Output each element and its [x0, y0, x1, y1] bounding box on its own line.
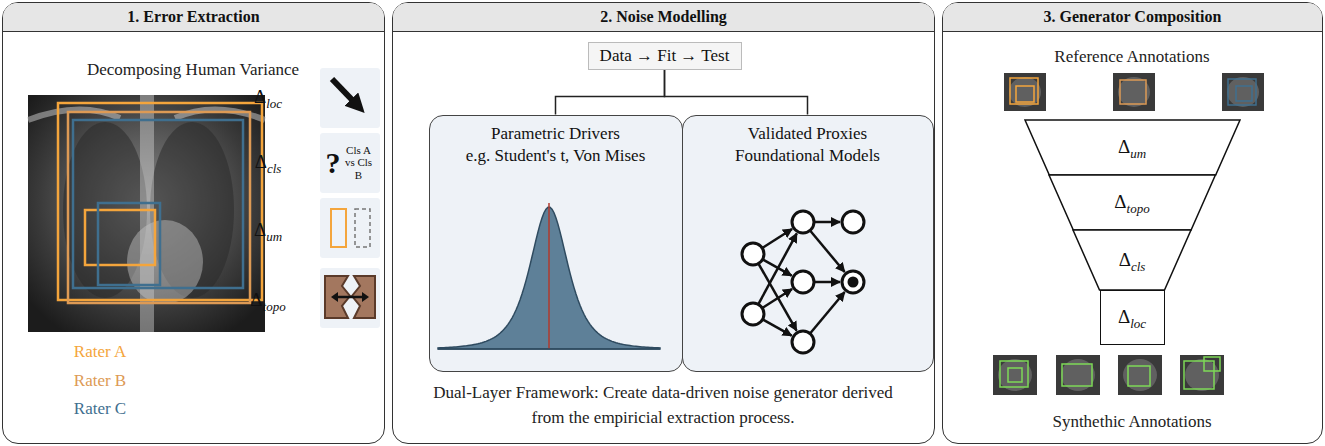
- delta-symbol: Δloc: [1118, 306, 1146, 328]
- synthetic-thumbnails: [993, 355, 1224, 395]
- network-link: [814, 221, 840, 224]
- parametric-box: Parametric Driverse.g. Student's t, Von …: [429, 115, 683, 372]
- network-unit: [792, 331, 814, 353]
- delta: Δ: [254, 86, 266, 107]
- xray-image: [28, 95, 265, 332]
- header-band: 1. Error Extraction: [3, 3, 384, 32]
- delta-subscript: cls: [1131, 259, 1145, 274]
- header-band: 2. Noise Modelling: [393, 3, 934, 32]
- delta-subscript: cls: [267, 161, 281, 176]
- tree-connector: [556, 70, 665, 115]
- delta: Δ: [1114, 191, 1126, 212]
- box-subtitle: Foundational Models: [683, 145, 933, 167]
- funnel-band: Δum: [1025, 120, 1240, 175]
- trapezoid-shape: [1073, 230, 1191, 290]
- proxy-box: Validated ProxiesFoundational Models: [682, 115, 934, 372]
- mean-line: [548, 203, 550, 349]
- network-link: [758, 233, 797, 304]
- network-link: [814, 281, 840, 284]
- delta-symbol: Δcls: [255, 151, 282, 173]
- panel: 3. Generator CompositionΔumΔtopoΔclsΔloc: [942, 2, 1323, 444]
- delta: Δ: [255, 151, 267, 172]
- delta: Δ: [254, 219, 266, 240]
- delta-symbol: Δcls: [1119, 249, 1146, 271]
- header-band: 3. Generator Composition: [943, 3, 1322, 32]
- rater-name: Rater C: [74, 399, 126, 419]
- trapezoid-shape: [1025, 120, 1240, 175]
- network-link: [762, 229, 792, 248]
- network-link: [762, 289, 792, 308]
- tree-connector: [665, 70, 808, 115]
- reference-thumbnails: [1004, 73, 1264, 111]
- delta-symbol: Δum: [254, 219, 282, 241]
- section-label: Synthethic Annotations: [1052, 412, 1211, 432]
- panel-heading: 2. Noise Modelling: [600, 8, 727, 26]
- pipeline-text: Data → Fit → Test: [600, 46, 730, 66]
- class-pair: Cls A vs Cls B: [344, 144, 374, 182]
- delta-symbol: Δtopo: [1114, 191, 1149, 213]
- framework-note: Dual-Layer Framework: Create data-driven…: [428, 380, 898, 430]
- network-unit: [742, 243, 764, 265]
- funnel-band: Δtopo: [1049, 175, 1215, 230]
- funnel-tip: Δloc: [1100, 290, 1165, 345]
- network-unit: [842, 271, 864, 293]
- box-title: Parametric Drivers: [430, 123, 682, 145]
- network-link: [810, 230, 845, 272]
- panel-heading: 3. Generator Composition: [1044, 8, 1222, 26]
- unmatched-icon: [320, 198, 380, 258]
- delta: Δ: [250, 289, 262, 310]
- network-link: [810, 292, 845, 334]
- section-label: Reference Annotations: [1054, 47, 1209, 67]
- funnel-band: Δcls: [1073, 230, 1191, 290]
- delta-subscript: topo: [263, 299, 286, 314]
- delta-symbol: Δloc: [254, 86, 282, 108]
- topology-icon: [320, 268, 380, 328]
- delta-subscript: loc: [266, 96, 282, 111]
- network-unit: [742, 303, 764, 325]
- rater-name: Rater B: [74, 371, 126, 391]
- pipeline-box: Data → Fit → Test: [588, 42, 742, 70]
- network-link: [763, 319, 792, 335]
- baseline: [438, 348, 660, 350]
- delta: Δ: [1118, 136, 1130, 157]
- delta-symbol: Δum: [1118, 136, 1146, 158]
- network-unit: [842, 211, 864, 233]
- network-unit: [792, 211, 814, 233]
- delta-subscript: um: [1130, 146, 1146, 161]
- panel: 2. Noise ModellingData → Fit → TestParam…: [392, 2, 935, 444]
- question-mark: ?: [326, 148, 341, 178]
- delta: Δ: [1119, 249, 1131, 270]
- localisation-icon: [320, 68, 380, 128]
- rater-name: Rater A: [74, 342, 126, 362]
- output-dot: [848, 277, 859, 288]
- class-icon-box: ?Cls A vs Cls B: [320, 133, 380, 193]
- delta: Δ: [1118, 306, 1130, 327]
- delta-subscript: um: [266, 229, 282, 244]
- panel-subtitle: Decomposing Human Variance: [87, 60, 299, 80]
- box-subtitle: e.g. Student's t, Von Mises: [430, 145, 682, 167]
- delta-symbol: Δtopo: [250, 289, 285, 311]
- box-title: Validated Proxies: [683, 123, 933, 145]
- network-unit: [792, 271, 814, 293]
- trapezoid-shape: [1049, 175, 1215, 230]
- delta-subscript: topo: [1127, 201, 1150, 216]
- delta-subscript: loc: [1130, 316, 1146, 331]
- panel-heading: 1. Error Extraction: [127, 8, 259, 26]
